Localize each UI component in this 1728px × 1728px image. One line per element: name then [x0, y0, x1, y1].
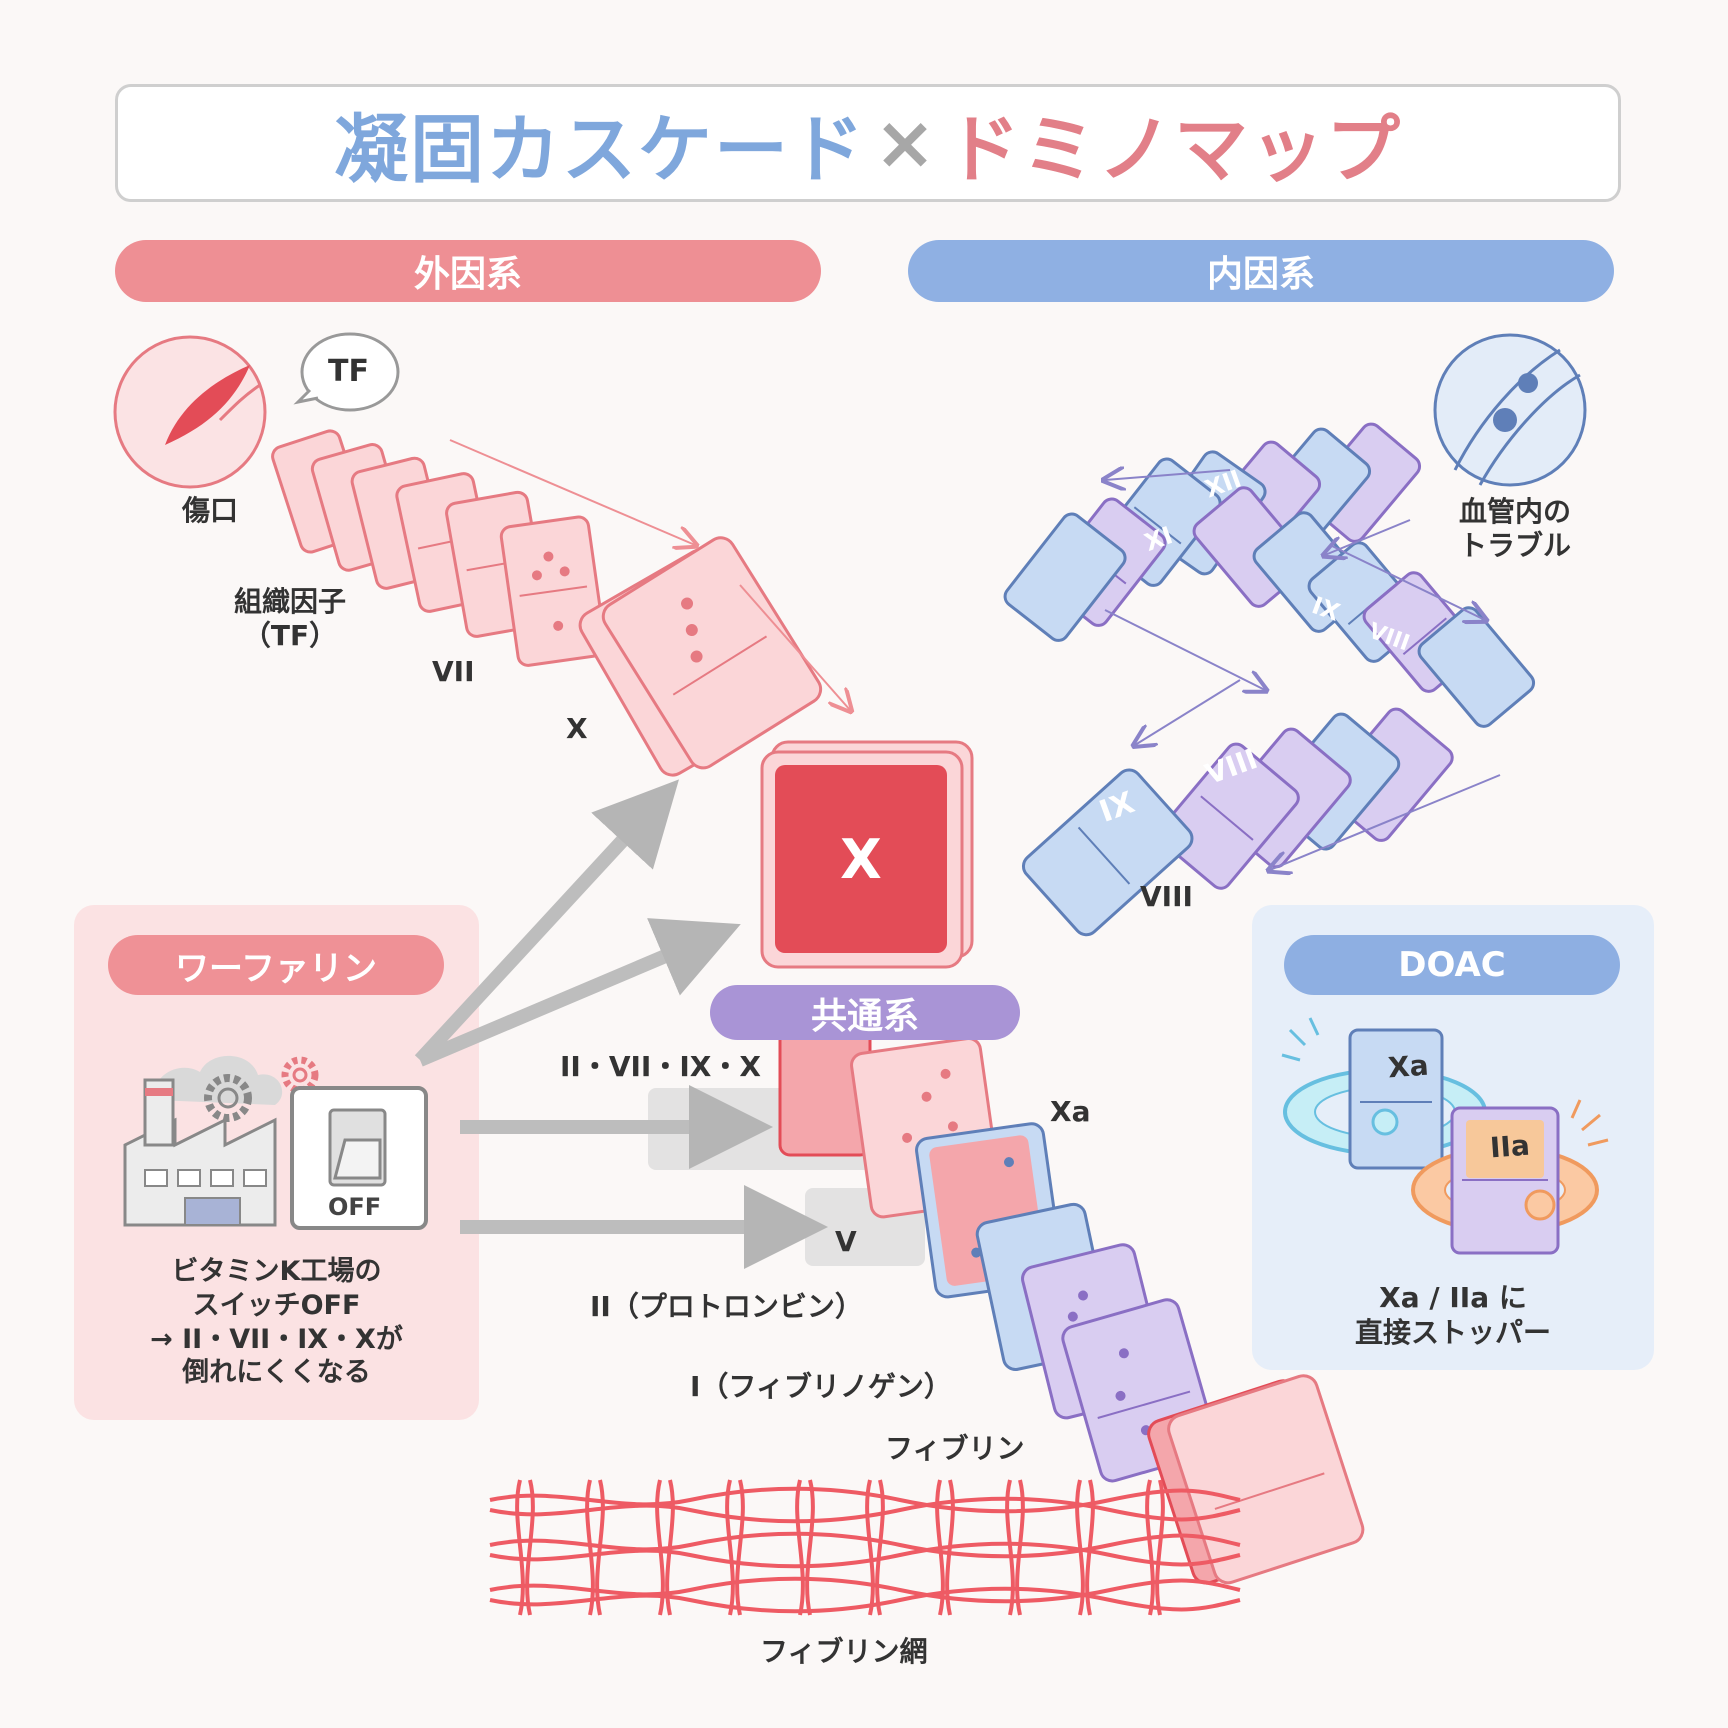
extrinsic-header: 外因系: [115, 240, 821, 302]
prothrombin-label: II（プロトロンビン）: [590, 1290, 863, 1323]
doac-description: Xa / IIa に 直接ストッパー: [1354, 1281, 1551, 1349]
central-x-domino: [760, 740, 974, 969]
vitk-factors-label: II・VII・IX・X: [560, 1050, 761, 1083]
doac-iia-label: IIa: [1488, 1128, 1531, 1165]
intrinsic-dominoes: [1003, 422, 1536, 937]
factor-xa-label: Xa: [1050, 1095, 1091, 1128]
common-header: 共通系: [710, 985, 1020, 1040]
title-box: 凝固カスケード × ドミノマップ: [115, 84, 1621, 202]
vessel-icon: [1433, 333, 1587, 487]
intrinsic-header: 内因系: [908, 240, 1614, 302]
switch-icon: [290, 1086, 428, 1230]
tf-bubble-label: TF: [328, 354, 369, 389]
wound-icon: [113, 335, 267, 489]
title-part2: ドミノマップ: [946, 106, 1402, 193]
fibrin-mesh-label: フィブリン網: [760, 1635, 928, 1668]
switch-off-label: OFF: [328, 1193, 382, 1221]
warfarin-description: ビタミンK工場の スイッチOFF → II・VII・IX・Xが 倒れにくくなる: [150, 1256, 403, 1389]
fibrin-label: フィブリン: [885, 1432, 1025, 1465]
vessel-trouble-label: 血管内の トラブル: [1458, 495, 1571, 562]
factor-v-label: V: [835, 1225, 857, 1258]
warfarin-header: ワーファリン: [108, 935, 444, 995]
extrinsic-dominoes: [271, 429, 823, 777]
tf-bubble: [293, 332, 400, 412]
doac-header: DOAC: [1284, 935, 1620, 995]
fibrin-mesh: [489, 1479, 1241, 1616]
doac-xa-label: Xa: [1386, 1048, 1430, 1085]
tissue-factor-label: 組織因子 （TF）: [233, 585, 346, 652]
central-x-text: X: [840, 827, 882, 891]
title-part1: 凝固カスケード: [333, 106, 866, 193]
xa-stopper-icon: [1281, 1017, 1487, 1170]
factor-x-label: X: [566, 712, 588, 745]
wound-label: 傷口: [182, 494, 239, 527]
factor-vii-label: VII: [432, 655, 475, 688]
common-dominoes: [778, 1028, 1365, 1585]
factory-icon: [123, 1055, 283, 1227]
iia-stopper-icon: [1411, 1099, 1609, 1255]
gear-icon: [204, 1056, 319, 1122]
title-cross: ×: [873, 100, 938, 186]
fibrinogen-label: I（フィブリノゲン）: [690, 1370, 952, 1403]
factor-viii-bottom-label: VIII: [1140, 880, 1193, 913]
